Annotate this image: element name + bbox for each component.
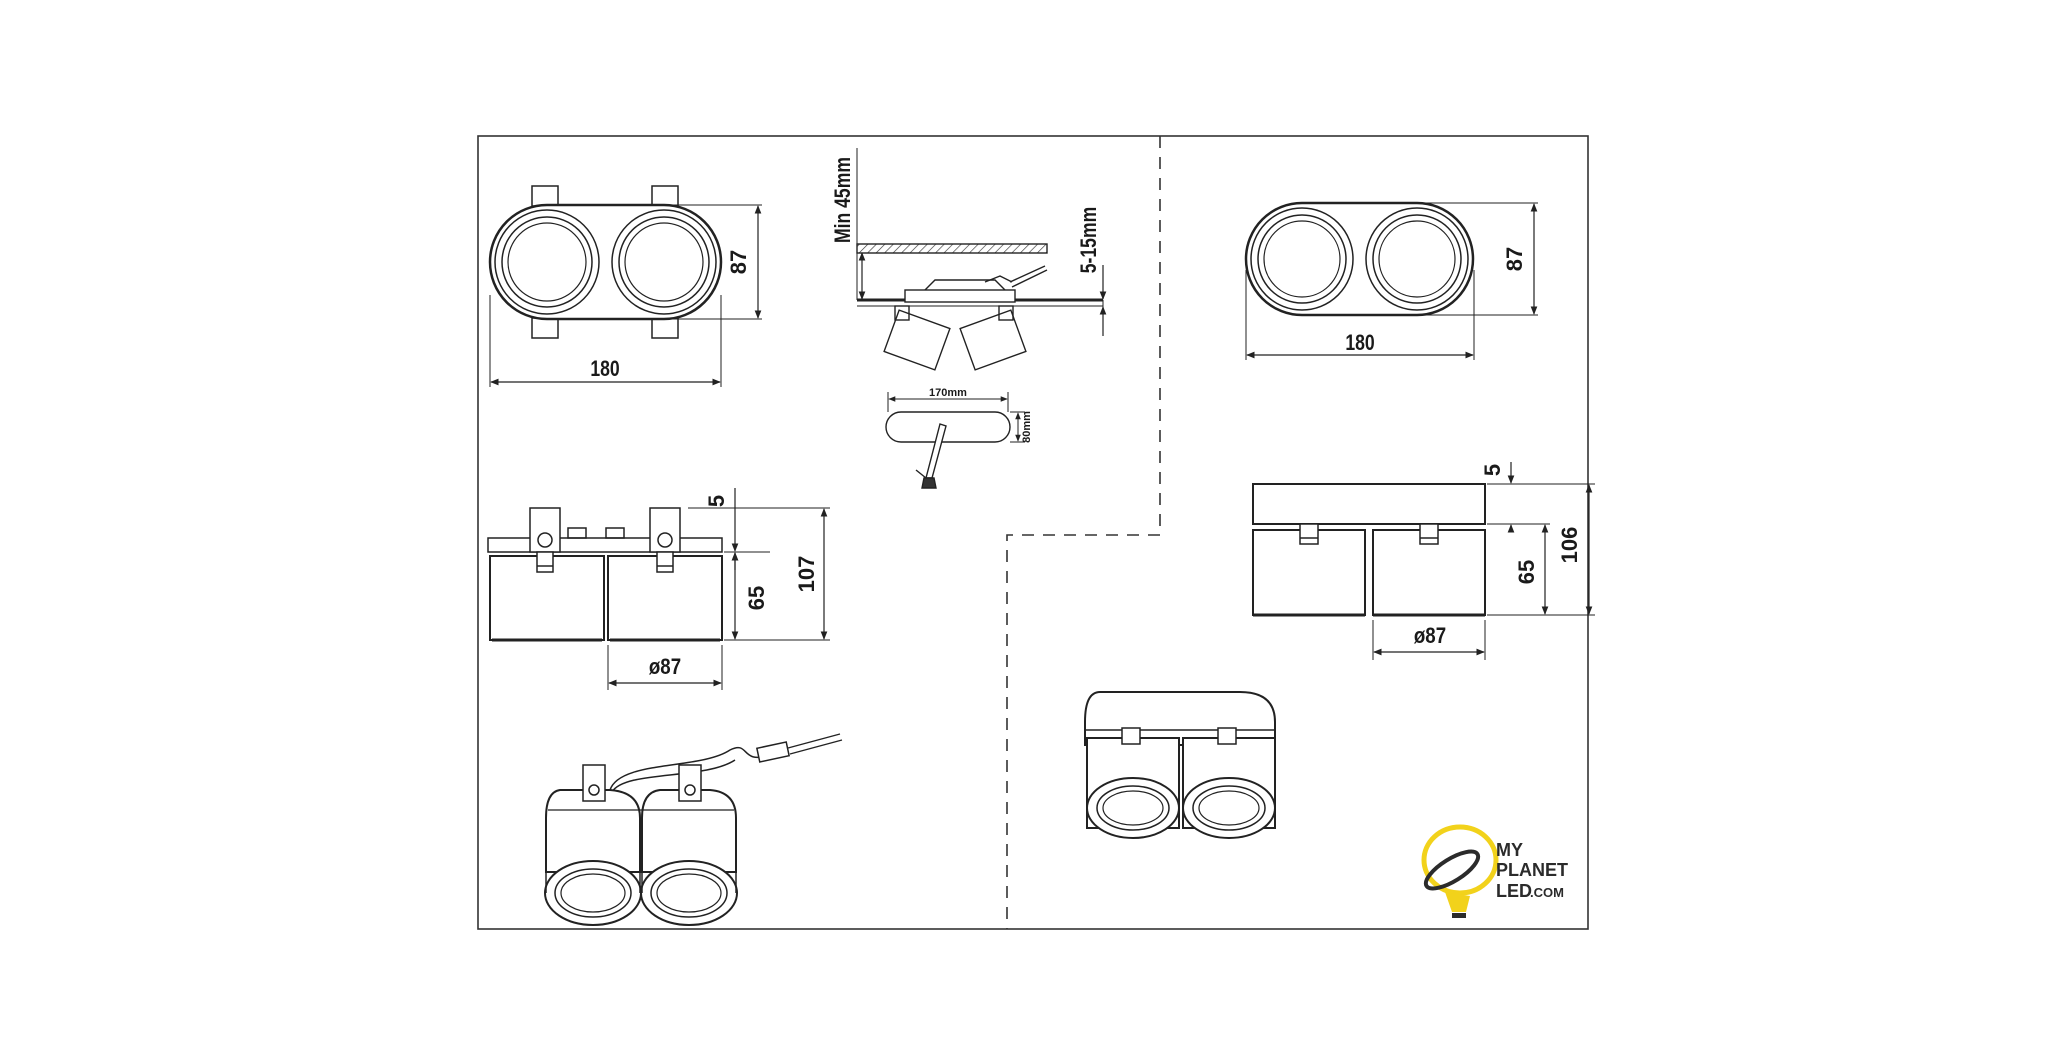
recessed-diameter-label: ø87 [649,656,681,680]
recessed-top-label: 5 [704,495,729,507]
surface-top-label: 5 [1480,464,1505,476]
cutout-width-label: 80mm [1021,411,1033,443]
surface-side-view [1252,462,1595,660]
recessed-perspective [544,733,843,926]
logo-line-2: PLANET [1496,860,1568,880]
install-depth-label: Min 45mm [831,157,855,243]
dim-height-label: 87 [726,250,751,274]
dim-width-label: 180 [590,357,619,381]
logo-line-3: LED [1496,881,1532,901]
surface-body-label: 65 [1514,560,1539,584]
installation-section [856,148,1107,489]
logo-suffix: .COM [1530,885,1564,900]
logo-line-1: MY [1496,840,1523,860]
ceiling-thickness-label: 5-15mm [1077,207,1101,273]
recessed-body-label: 65 [744,586,769,610]
surface-height-label: 87 [1502,247,1527,271]
recessed-front-view [488,185,762,387]
recessed-side-view [487,488,830,690]
recessed-total-label: 107 [794,556,819,593]
logo-bulb-icon [1421,824,1499,896]
surface-total-label: 106 [1557,527,1582,564]
surface-width-label: 180 [1345,331,1374,355]
section-divider [1006,136,1161,929]
surface-diameter-label: ø87 [1414,625,1446,649]
surface-perspective [1084,691,1276,839]
surface-front-view [1244,201,1538,360]
myplanetled-logo: MY PLANET LED .COM [1421,824,1568,918]
cutout-length-label: 170mm [929,387,967,399]
